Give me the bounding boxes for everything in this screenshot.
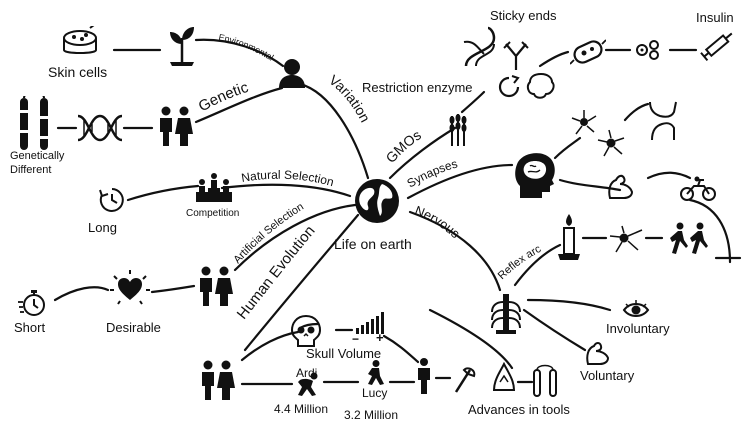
couple-icon bbox=[196, 266, 234, 306]
long-label: Long bbox=[88, 220, 117, 235]
eye-icon bbox=[622, 300, 650, 320]
human-icon bbox=[414, 358, 434, 394]
center-label: Life on earth bbox=[334, 236, 412, 252]
branch-line-human-evolution bbox=[243, 213, 360, 352]
genetically-different-label-1: Genetically bbox=[10, 150, 65, 162]
skull-icon bbox=[290, 314, 322, 348]
link-desirable-couple bbox=[150, 284, 196, 294]
link-reflex-candle bbox=[513, 243, 562, 287]
branch-label-environmental: Environmental bbox=[218, 32, 276, 62]
involuntary-label: Involuntary bbox=[606, 321, 670, 336]
link-short-desirable bbox=[53, 286, 110, 302]
person-head-icon bbox=[278, 58, 306, 88]
genetically-different-label-2: Different bbox=[10, 164, 52, 176]
podium-icon bbox=[196, 172, 232, 202]
branch-label-gmos: GMOs bbox=[382, 127, 423, 166]
plant-seedling-icon bbox=[164, 22, 200, 66]
knee-joint-icon bbox=[646, 100, 680, 142]
volume-bars-icon bbox=[356, 312, 384, 334]
timer-icon bbox=[98, 186, 126, 214]
link-muscle-bike bbox=[646, 171, 692, 180]
neuron-icon bbox=[608, 224, 644, 254]
neuron-icon bbox=[570, 108, 598, 136]
dna-icon bbox=[76, 110, 124, 146]
chromosome-icon bbox=[16, 96, 54, 152]
link-volume-human bbox=[382, 334, 420, 364]
ardi-age-label: 4.4 Million bbox=[274, 402, 329, 416]
bacterium-icon bbox=[570, 38, 606, 66]
cells-icon bbox=[636, 40, 666, 60]
link-enzyme-plasmid bbox=[538, 50, 570, 68]
lucy-age-label: 3.2 Million bbox=[344, 408, 399, 422]
advances-in-tools-label: Advances in tools bbox=[468, 402, 570, 417]
couple-icon bbox=[156, 106, 194, 146]
branch-line-gmos bbox=[388, 126, 457, 180]
antibody-icon bbox=[502, 40, 530, 70]
link-spine-voluntary bbox=[522, 308, 587, 352]
lucy-icon bbox=[362, 360, 388, 386]
branch-line-environmental bbox=[194, 38, 285, 68]
link-brain-neuron bbox=[553, 136, 582, 160]
sticky-ends-label: Sticky ends bbox=[490, 8, 557, 23]
link-spine-involuntary bbox=[526, 298, 612, 312]
branch-line-artificial-selection bbox=[233, 203, 357, 272]
competition-label: Competition bbox=[186, 208, 240, 219]
restriction-enzyme-label: Restriction enzyme bbox=[362, 80, 473, 95]
branch-line-genetic bbox=[194, 86, 284, 124]
link-long-competition bbox=[126, 184, 200, 202]
spine-icon bbox=[488, 294, 524, 334]
branch-line-natural-selection bbox=[220, 183, 352, 198]
link-brain-muscle bbox=[558, 178, 622, 192]
heart-burst-icon bbox=[110, 270, 150, 308]
short-label: Short bbox=[14, 320, 46, 335]
flexed-arm-icon bbox=[584, 340, 610, 366]
skull-volume-label: Skull Volume bbox=[306, 346, 382, 361]
ardi-icon bbox=[294, 372, 322, 396]
link-wheat-enzyme bbox=[460, 90, 486, 114]
link-humanevo-tools bbox=[428, 308, 514, 370]
link-bike-runners bbox=[688, 198, 732, 264]
branch-line-synapses bbox=[406, 163, 514, 200]
plasmid-icon bbox=[526, 72, 556, 100]
candle-icon bbox=[556, 212, 582, 262]
motorbike-icon bbox=[680, 176, 716, 202]
voluntary-label: Voluntary bbox=[580, 368, 635, 383]
syringe-icon bbox=[700, 28, 736, 62]
runners-icon bbox=[668, 222, 712, 256]
dna-icon bbox=[462, 26, 498, 68]
link-neuron-knee bbox=[623, 102, 650, 122]
axe-icon bbox=[452, 366, 476, 394]
lucy-label: Lucy bbox=[362, 386, 388, 400]
insulin-label: Insulin bbox=[696, 10, 734, 25]
flint-icon bbox=[492, 362, 516, 396]
branch-line-nervous bbox=[408, 210, 502, 292]
branch-label-nervous: Nervous bbox=[413, 203, 464, 242]
skin-cells-label: Skin cells bbox=[48, 64, 108, 80]
plasmid-icon bbox=[496, 74, 522, 100]
petri-dish-icon bbox=[60, 26, 100, 62]
muscle-icon bbox=[606, 172, 634, 200]
desirable-label: Desirable bbox=[106, 320, 161, 335]
globe-icon bbox=[352, 176, 402, 226]
couple-icon bbox=[198, 360, 236, 400]
wheat-icon bbox=[446, 112, 470, 146]
volume-minus-label: − bbox=[352, 332, 360, 346]
nunchuck-icon bbox=[532, 364, 558, 398]
stopwatch-icon bbox=[18, 288, 48, 318]
volume-plus-label: + bbox=[376, 330, 384, 345]
neuron-icon bbox=[596, 128, 626, 158]
brain-head-icon bbox=[512, 150, 558, 198]
branch-line-variation bbox=[298, 82, 370, 180]
